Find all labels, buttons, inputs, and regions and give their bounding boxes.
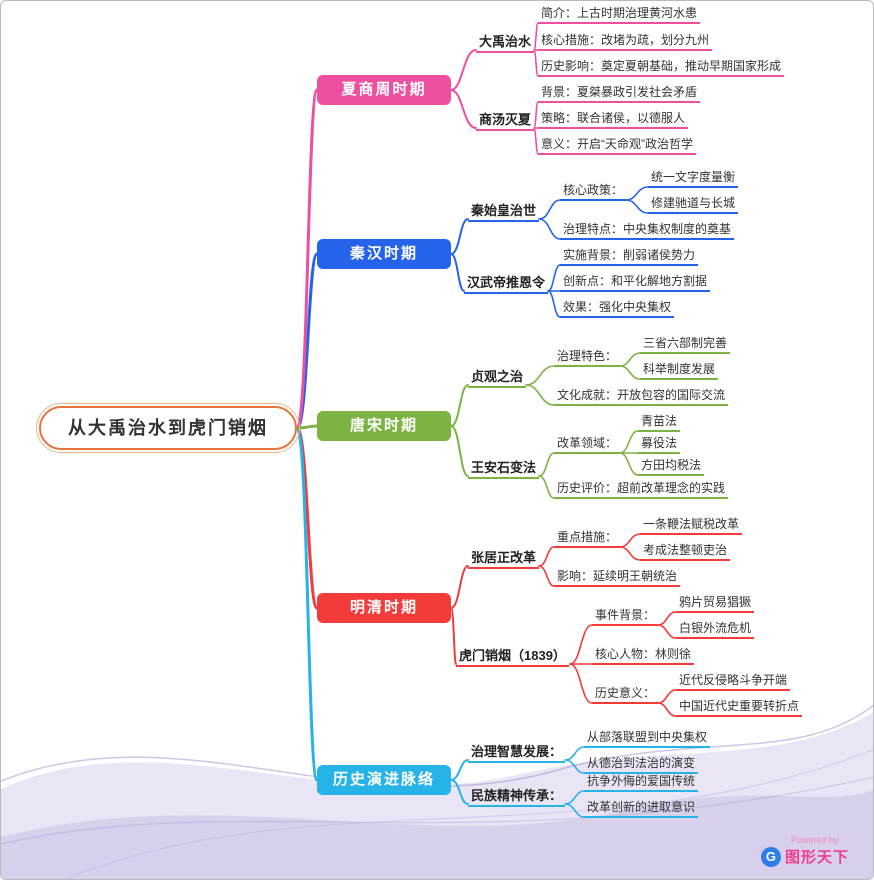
detail-node[interactable]: 历史意义： — [592, 683, 659, 704]
detail-node[interactable]: 治理特色： — [554, 346, 621, 367]
subtopic-zhili-zhihui[interactable]: 治理智慧发展： — [468, 740, 566, 763]
subtopic-minzu-jingshen[interactable]: 民族精神传承： — [468, 784, 566, 807]
subdetail-node[interactable]: 白银外流危机 — [676, 618, 755, 639]
subtopic-shangtang-miexia[interactable]: 商汤灭夏 — [476, 108, 535, 131]
detail-node[interactable]: 实施背景：削弱诸侯势力 — [560, 245, 699, 266]
detail-node[interactable]: 改革创新的进取意识 — [584, 797, 699, 818]
subdetail-node[interactable]: 一条鞭法赋税改革 — [640, 514, 743, 535]
subdetail-node[interactable]: 近代反侵略斗争开端 — [676, 670, 791, 691]
branch-box-evolution[interactable]: 历史演进脉络 — [317, 765, 451, 795]
detail-node[interactable]: 从部落联盟到中央集权 — [584, 727, 711, 748]
detail-node[interactable]: 事件背景： — [592, 605, 659, 626]
subtopic-wanganshi-bianfa[interactable]: 王安石变法 — [468, 456, 540, 479]
detail-node[interactable]: 核心人物：林则徐 — [592, 644, 695, 665]
branch-box-qin-han[interactable]: 秦汉时期 — [317, 239, 451, 269]
detail-node[interactable]: 治理特点：中央集权制度的奠基 — [560, 219, 735, 240]
subdetail-node[interactable]: 鸦片贸易猖獗 — [676, 592, 755, 613]
brand-name: 图形天下 — [784, 849, 849, 866]
detail-node[interactable]: 历史评价：超前改革理念的实践 — [554, 478, 729, 499]
subtopic-humen-xiaoyan[interactable]: 虎门销烟（1839） — [456, 644, 569, 667]
subtopic-dayu-zhishui[interactable]: 大禹治水 — [476, 30, 535, 53]
detail-node[interactable]: 核心政策： — [560, 180, 627, 201]
subdetail-node[interactable]: 青苗法 — [638, 411, 681, 432]
detail-node[interactable]: 影响：延续明王朝统治 — [554, 566, 681, 587]
subdetail-node[interactable]: 三省六部制完善 — [640, 333, 731, 354]
detail-node[interactable]: 核心措施：改堵为疏，划分九州 — [538, 30, 713, 51]
branch-box-tang-song[interactable]: 唐宋时期 — [317, 411, 451, 441]
subdetail-node[interactable]: 统一文字度量衡 — [648, 167, 739, 188]
subdetail-node[interactable]: 中国近代史重要转折点 — [676, 696, 803, 717]
branch-box-xia-shang-zhou[interactable]: 夏商周时期 — [317, 75, 451, 105]
detail-node[interactable]: 文化成就：开放包容的国际交流 — [554, 385, 729, 406]
detail-node[interactable]: 效果：强化中央集权 — [560, 297, 675, 318]
subdetail-node[interactable]: 考成法整顿吏治 — [640, 540, 731, 561]
detail-node[interactable]: 从德治到法治的演变 — [584, 753, 699, 774]
subdetail-node[interactable]: 修建驰道与长城 — [648, 193, 739, 214]
subdetail-node[interactable]: 方田均税法 — [638, 455, 705, 476]
subtopic-zhenguan-zhizhi[interactable]: 贞观之治 — [468, 365, 527, 388]
subdetail-node[interactable]: 科举制度发展 — [640, 359, 719, 380]
branch-box-ming-qing[interactable]: 明清时期 — [317, 593, 451, 623]
watermark: Powered by G 图形天下 — [760, 835, 849, 867]
central-topic[interactable]: 从大禹治水到虎门销烟 — [36, 403, 300, 453]
subtopic-qinshihuang[interactable]: 秦始皇治世 — [468, 199, 540, 222]
subdetail-node[interactable]: 募役法 — [638, 433, 681, 454]
detail-node[interactable]: 创新点：和平化解地方割据 — [560, 271, 711, 292]
detail-node[interactable]: 历史影响：奠定夏朝基础，推动早期国家形成 — [538, 56, 785, 77]
detail-node[interactable]: 重点措施： — [554, 527, 621, 548]
detail-node[interactable]: 背景：夏桀暴政引发社会矛盾 — [538, 82, 701, 103]
detail-node[interactable]: 简介：上古时期治理黄河水患 — [538, 3, 701, 24]
powered-by-label: Powered by — [790, 835, 839, 845]
detail-node[interactable]: 改革领域： — [554, 433, 621, 454]
detail-node[interactable]: 意义：开启“天命观”政治哲学 — [538, 134, 696, 155]
subtopic-hanwudi[interactable]: 汉武帝推恩令 — [464, 271, 549, 294]
detail-node[interactable]: 策略：联合诸侯，以德服人 — [538, 108, 689, 129]
detail-node[interactable]: 抗争外侮的爱国传统 — [584, 771, 699, 792]
subtopic-zhangjuzheng-gaige[interactable]: 张居正改革 — [468, 546, 540, 569]
brand-logo-icon: G — [760, 846, 781, 867]
